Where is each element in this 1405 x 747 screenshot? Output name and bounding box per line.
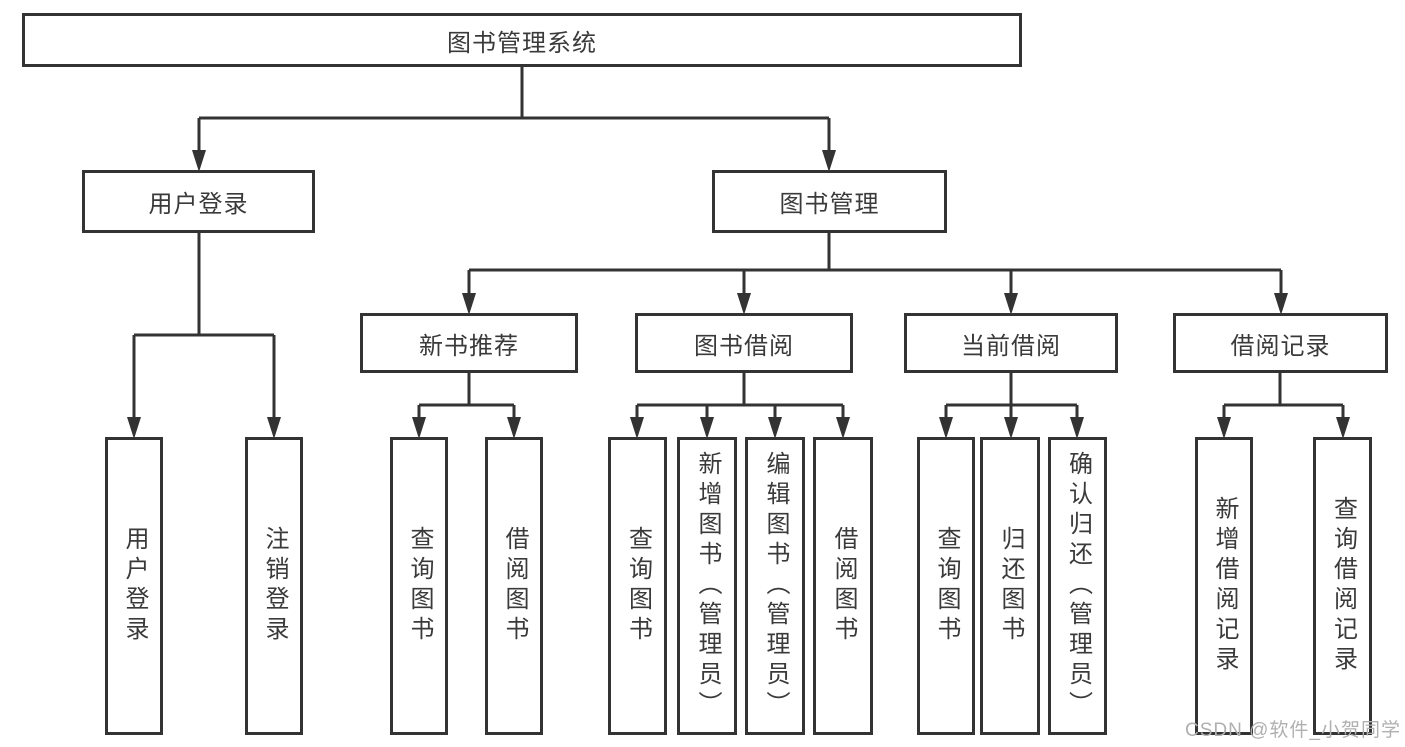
node-book-management: 图书管理 <box>712 170 947 233</box>
node-book-borrow: 图书借阅 <box>635 313 853 373</box>
arrowhead <box>1004 293 1018 315</box>
connector-book-management-bracket <box>462 233 1288 315</box>
arrowhead <box>836 417 850 439</box>
leaf-borrowrecord-add-record: 新增借阅记录 <box>1195 437 1253 735</box>
node-label: 图书借阅 <box>694 332 794 360</box>
arrowhead <box>700 417 714 439</box>
arrowhead <box>267 417 281 439</box>
connector-new-book-bracket <box>412 373 521 439</box>
arrowhead <box>1274 293 1288 315</box>
node-label: 查询图书 <box>933 526 960 646</box>
node-root-library-management-system: 图书管理系统 <box>22 13 1022 67</box>
leaf-bookborrow-edit-book-admin: 编辑图书（管理员） <box>745 437 805 735</box>
node-label: 归还图书 <box>997 526 1024 646</box>
node-label: 编辑图书（管理员） <box>762 451 789 721</box>
node-label: 查询图书 <box>406 526 433 646</box>
leaf-user-login: 用户登录 <box>105 437 163 735</box>
arrowhead <box>1336 417 1350 439</box>
leaf-bookborrow-add-book-admin: 新增图书（管理员） <box>677 437 737 735</box>
node-label: 确认归还（管理员） <box>1064 451 1092 721</box>
arrowhead <box>1070 417 1084 439</box>
arrowhead <box>507 417 521 439</box>
arrowhead <box>737 293 751 315</box>
leaf-currentborrow-confirm-return-admin: 确认归还（管理员） <box>1048 437 1107 735</box>
node-label: 当前借阅 <box>961 332 1061 360</box>
leaf-bookborrow-query-book: 查询图书 <box>608 437 667 735</box>
node-label: 注销登录 <box>261 526 288 646</box>
node-label: 图书管理 <box>779 191 880 218</box>
node-label: 借阅图书 <box>501 526 528 646</box>
leaf-newbook-borrow-book: 借阅图书 <box>485 437 543 735</box>
arrowhead <box>412 417 426 439</box>
connector-user-login-bracket <box>127 233 281 439</box>
leaf-currentborrow-return-book: 归还图书 <box>980 437 1040 735</box>
node-label: 查询图书 <box>624 526 652 646</box>
node-label: 借阅记录 <box>1230 332 1331 360</box>
arrowhead <box>630 417 644 439</box>
connector-borrow-record-bracket <box>1217 373 1350 439</box>
leaf-borrowrecord-query-record: 查询借阅记录 <box>1313 437 1372 735</box>
node-user-login: 用户登录 <box>82 170 315 233</box>
node-label: 用户登录 <box>121 526 148 646</box>
node-label: 新书推荐 <box>419 332 519 360</box>
arrowhead <box>768 417 782 439</box>
arrowhead <box>462 293 476 315</box>
leaf-logout-login: 注销登录 <box>245 437 303 735</box>
node-current-borrow: 当前借阅 <box>904 313 1118 373</box>
arrowhead <box>1217 417 1231 439</box>
arrowhead <box>1004 417 1018 439</box>
node-label: 新增图书（管理员） <box>694 451 721 721</box>
node-label: 借阅图书 <box>830 526 857 646</box>
csdn-watermark: CSDN @软件_小贺同学 <box>1185 720 1401 741</box>
leaf-bookborrow-borrow-book: 借阅图书 <box>813 437 873 735</box>
node-label: 新增借阅记录 <box>1211 496 1238 676</box>
arrowhead <box>127 417 141 439</box>
arrowhead <box>192 150 206 172</box>
arrowhead <box>939 417 953 439</box>
node-label: 用户登录 <box>148 191 249 218</box>
leaf-newbook-query-book: 查询图书 <box>390 437 448 735</box>
node-label: 查询借阅记录 <box>1329 496 1357 676</box>
node-label: 图书管理系统 <box>447 29 597 57</box>
leaf-currentborrow-query-book: 查询图书 <box>917 437 975 735</box>
node-new-book-recommend: 新书推荐 <box>360 313 578 373</box>
arrowhead <box>822 150 836 172</box>
connector-current-borrow-bracket <box>939 373 1084 439</box>
connector-root-bracket <box>192 67 836 172</box>
connector-book-borrow-bracket <box>630 373 850 439</box>
node-borrow-record: 借阅记录 <box>1173 313 1388 373</box>
